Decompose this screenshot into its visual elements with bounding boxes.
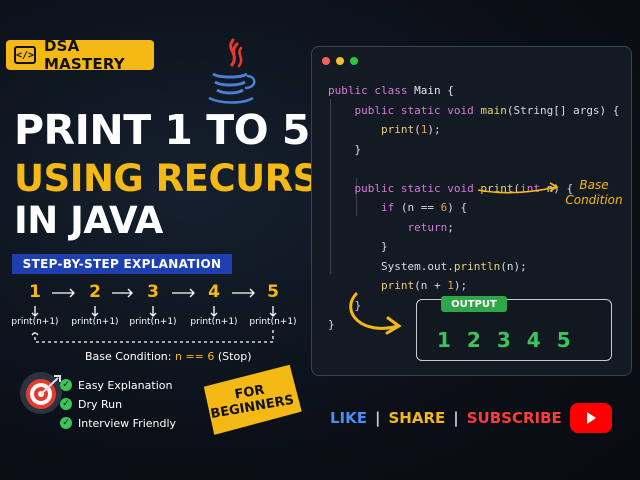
flow-number: 1	[29, 282, 41, 302]
code-line: print(1);	[380, 123, 441, 136]
right-arrow-icon	[232, 288, 255, 298]
code-line	[328, 159, 619, 179]
close-dot-icon	[322, 57, 330, 65]
flow-number: 5	[267, 282, 279, 302]
list-item: ✓ Dry Run	[60, 395, 210, 413]
code-line: public static void main(String[] args) {	[354, 103, 620, 117]
flow-number: 4	[208, 282, 220, 302]
flow-number: 3	[147, 282, 159, 302]
check-icon: ✓	[60, 379, 72, 391]
down-arrow-icon	[269, 306, 277, 317]
code-line: }	[328, 240, 388, 253]
right-arrow-icon	[172, 288, 195, 298]
social-bar: LIKE | SHARE | SUBSCRIBE	[330, 403, 612, 433]
base-condition-expr: n == 6	[174, 350, 215, 363]
flow-call: print(n+1)	[129, 317, 177, 327]
feature-label: Interview Friendly	[78, 416, 177, 430]
down-arrow-icon	[31, 306, 39, 317]
check-icon: ✓	[60, 417, 72, 429]
down-arrow-icon	[91, 306, 99, 317]
code-line: }	[328, 318, 335, 331]
return-loop-arrow	[31, 330, 274, 343]
output-label: OUTPUT	[441, 296, 507, 312]
down-arrow-icon	[210, 306, 218, 317]
like-link[interactable]: LIKE	[330, 409, 368, 427]
annotation-line-2: Condition	[565, 193, 623, 207]
target-icon	[20, 372, 62, 414]
code-line: }	[328, 142, 362, 156]
base-condition-annotation: Base Condition	[556, 178, 632, 208]
list-item: ✓ Easy Explanation	[60, 376, 210, 394]
youtube-play-icon[interactable]	[569, 403, 612, 433]
flow-call: print(n+1)	[71, 317, 119, 327]
separator: |	[375, 409, 381, 427]
indent-guide	[330, 99, 331, 274]
dsa-mastery-badge: </> DSA MASTERY	[6, 37, 154, 73]
flow-call: print(n+1)	[190, 317, 238, 327]
feature-label: Dry Run	[78, 397, 123, 411]
output-value: 4	[526, 328, 541, 352]
right-arrow-icon	[112, 288, 133, 298]
minimize-dot-icon	[336, 57, 344, 65]
subscribe-link[interactable]: SUBSCRIBE	[466, 409, 562, 427]
badge-label: DSA MASTERY	[44, 37, 125, 73]
output-value: 1	[437, 328, 451, 352]
code-line: return;	[407, 220, 454, 234]
output-values: 1 2 3 4 5	[437, 328, 571, 352]
feature-label: Easy Explanation	[78, 378, 173, 392]
flow-call: print(n+1)	[11, 317, 59, 327]
down-arrow-icon	[149, 306, 157, 317]
java-cup-icon	[208, 38, 256, 104]
flow-call: print(n+1)	[249, 317, 297, 327]
base-condition-suffix: (Stop)	[217, 350, 252, 363]
output-panel: OUTPUT 1 2 3 4 5	[416, 296, 612, 361]
recursion-flow: 1 2 3 4 5 print(n+1) print(n+1) print(n+…	[8, 280, 308, 370]
flow-number: 2	[89, 282, 101, 302]
base-condition-prefix: Base Condition:	[85, 350, 172, 363]
title-line-1: PRINT 1 TO 5	[14, 106, 310, 154]
code-line: if (n == 6) {	[380, 201, 468, 214]
share-link[interactable]: SHARE	[388, 409, 446, 427]
code-icon: </>	[14, 46, 36, 64]
output-value: 3	[496, 328, 511, 352]
code-line: public class Main {	[328, 84, 454, 97]
list-item: ✓ Interview Friendly	[60, 414, 210, 432]
check-icon: ✓	[60, 398, 72, 410]
title-line-3: IN JAVA	[14, 199, 163, 242]
separator: |	[453, 409, 459, 427]
maximize-dot-icon	[350, 57, 358, 65]
output-value: 2	[466, 328, 481, 352]
for-beginners-sticker: FOR BEGINNERS	[199, 364, 303, 436]
code-line: System.out.println(n);	[328, 259, 527, 273]
annotation-line-1: Base	[579, 178, 609, 192]
flow-arrows	[31, 288, 277, 343]
code-block: public class Main { public static void m…	[328, 81, 619, 335]
subtitle-banner: STEP-BY-STEP EXPLANATION	[12, 254, 232, 274]
feature-list: ✓ Easy Explanation ✓ Dry Run ✓ Interview…	[60, 376, 210, 433]
window-controls	[322, 57, 358, 65]
right-arrow-icon	[52, 288, 75, 298]
base-condition-note: Base Condition: n == 6 (Stop)	[85, 350, 251, 363]
indent-guide	[356, 178, 357, 216]
output-value: 5	[556, 328, 571, 352]
code-line: print(n + 1);	[380, 279, 468, 292]
